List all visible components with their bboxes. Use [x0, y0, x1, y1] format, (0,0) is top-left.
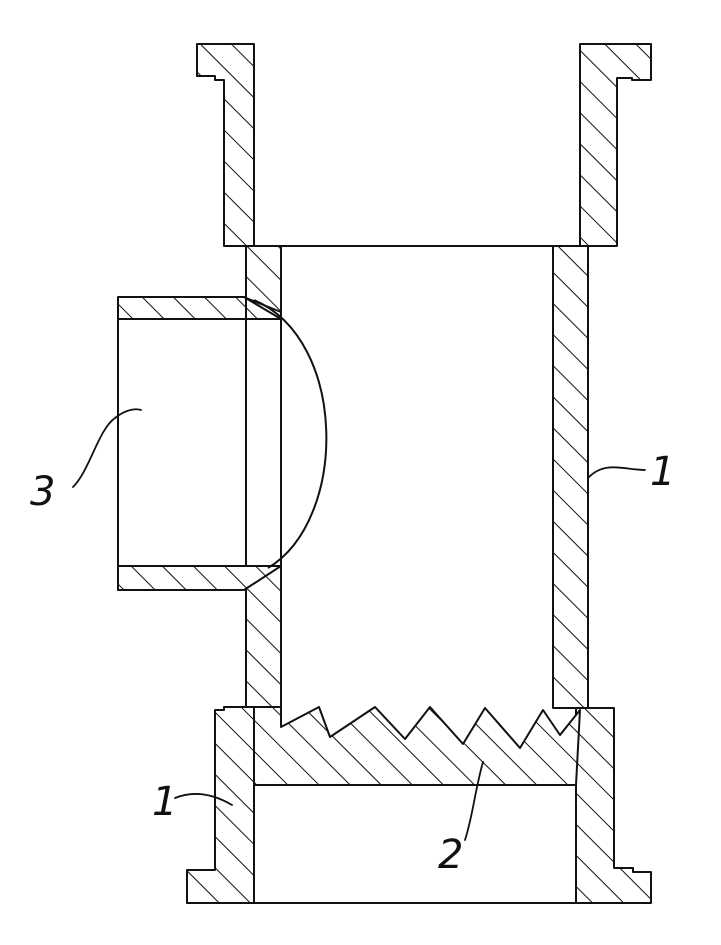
side-branch [117, 296, 282, 591]
serrated-insert [253, 706, 581, 786]
bottom-fitting-left-wall [186, 706, 255, 904]
label-part-1-right: 1 [650, 449, 675, 495]
leader-line-1-left [174, 793, 233, 806]
top-fitting [196, 43, 652, 247]
branch-intersection-curve [253, 299, 328, 569]
top-fitting-left-wall [196, 43, 255, 247]
label-part-1-left: 1 [152, 779, 177, 825]
leader-line-1-right [587, 466, 646, 479]
bottom-fitting-right-wall [575, 707, 652, 904]
label-part-3: 3 [30, 469, 55, 515]
main-pipe-left-wall-lower [245, 565, 282, 709]
main-pipe [245, 245, 589, 709]
top-fitting-right-wall [579, 43, 652, 247]
main-pipe-right-wall [552, 245, 589, 709]
label-part-2: 2 [438, 832, 463, 878]
leader-line-3 [72, 408, 142, 488]
leader-line-2 [464, 761, 484, 841]
